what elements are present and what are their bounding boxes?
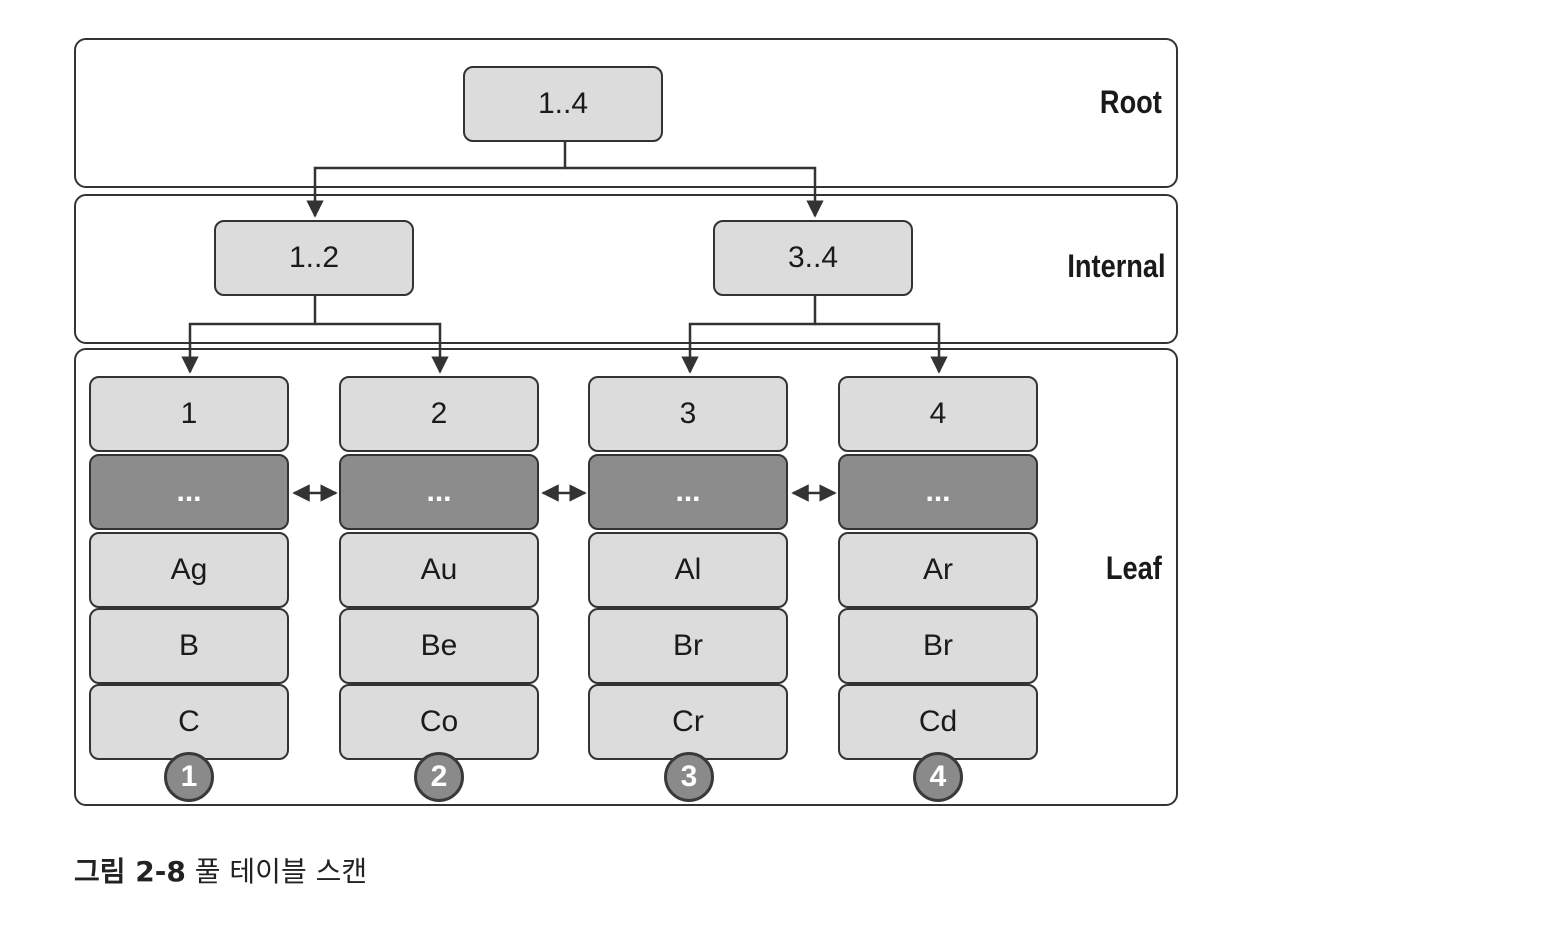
edge-internal-1-to-leaf-1 [181, 296, 317, 374]
leaf-page-ellipsis: ... [588, 454, 788, 530]
scan-order-badge-2: 2 [414, 752, 464, 802]
leaf-row: Al [588, 532, 788, 608]
leaf-page-header: 3 [588, 376, 788, 452]
leaf-row: Cr [588, 684, 788, 760]
leaf-page-1: 1 ... Ag B C [89, 376, 289, 760]
leaf-row: Ag [89, 532, 289, 608]
leaf-row: C [89, 684, 289, 760]
leaf-page-3: 3 ... Al Br Cr [588, 376, 788, 760]
leaf-page-ellipsis: ... [89, 454, 289, 530]
leaf-page-2: 2 ... Au Be Co [339, 376, 539, 760]
leaf-level-label: Leaf [1106, 550, 1162, 586]
figure-number: 그림 2-8 [74, 855, 186, 888]
figure-title: 풀 테이블 스캔 [194, 855, 368, 888]
leaf-row: Co [339, 684, 539, 760]
root-node: 1..4 [463, 66, 663, 142]
leaf-row: B [89, 608, 289, 684]
edge-internal-1-to-leaf-2 [315, 322, 449, 374]
scan-order-badge-3: 3 [664, 752, 714, 802]
leaf-page-4: 4 ... Ar Br Cd [838, 376, 1038, 760]
leaf-row: Au [339, 532, 539, 608]
internal-level-label: Internal [1067, 248, 1166, 284]
leaf-page-header: 4 [838, 376, 1038, 452]
scan-order-badge-4: 4 [913, 752, 963, 802]
root-level-label: Root [1100, 84, 1162, 120]
leaf-page-ellipsis: ... [838, 454, 1038, 530]
leaf-page-ellipsis: ... [339, 454, 539, 530]
leaf-page-header: 2 [339, 376, 539, 452]
internal-node-1: 1..2 [214, 220, 414, 296]
leaf-row: Ar [838, 532, 1038, 608]
edge-internal-2-to-leaf-3 [681, 296, 817, 374]
leaf-row: Br [838, 608, 1038, 684]
edge-root-to-internal-1 [306, 142, 567, 218]
leaf-row: Br [588, 608, 788, 684]
edge-internal-2-to-leaf-4 [815, 322, 948, 374]
internal-node-2: 3..4 [713, 220, 913, 296]
figure-caption: 그림 2-8 풀 테이블 스캔 [74, 850, 367, 890]
leaf-row: Cd [838, 684, 1038, 760]
leaf-page-header: 1 [89, 376, 289, 452]
leaf-row: Be [339, 608, 539, 684]
edge-root-to-internal-2 [565, 166, 824, 218]
scan-order-badge-1: 1 [164, 752, 214, 802]
